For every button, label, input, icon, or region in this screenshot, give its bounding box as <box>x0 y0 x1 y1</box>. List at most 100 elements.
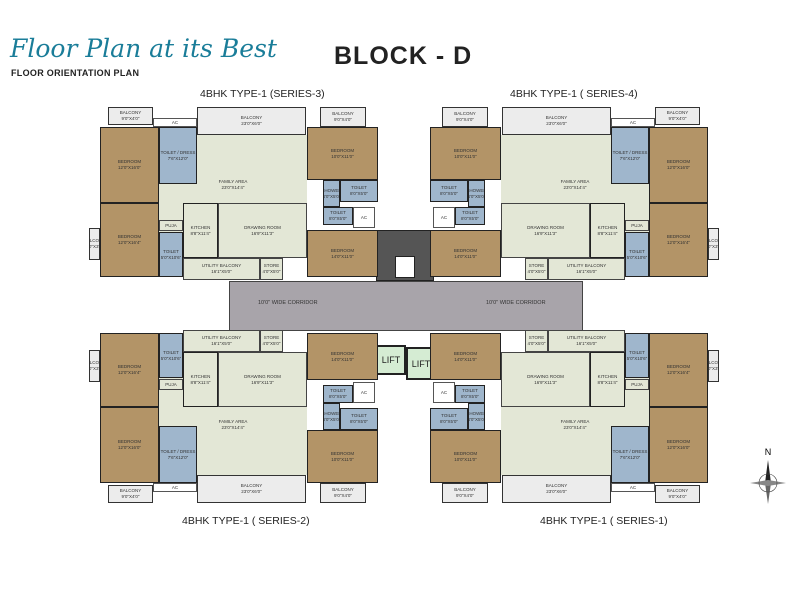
room-name: BALCONY <box>454 111 476 117</box>
room-dimensions: 9'0"X4'0" <box>121 116 140 121</box>
room-dimensions: 5'0"X10'6" <box>160 254 182 260</box>
room-name: BALCONY <box>454 487 476 493</box>
room-dimensions: 4'0"X5'0" <box>527 269 546 274</box>
room-name: BALCONY <box>240 483 263 489</box>
room-dimensions: 23'0"X14'4" <box>221 425 245 430</box>
room-dimensions: 23'0"X14'4" <box>563 425 587 430</box>
room-dimensions: 23'0"X14'4" <box>563 185 587 190</box>
room-name: TOILET <box>441 185 457 191</box>
room-dimensions: 12'0"X16'4" <box>667 240 690 245</box>
corridor-label-left: 10'0" WIDE CORRIDOR <box>258 300 318 306</box>
room-name: TOILET <box>351 185 367 191</box>
room-name: BEDROOM <box>453 247 478 253</box>
room-name: TOILET / DRESS <box>612 149 648 155</box>
room-name: UTILITY BALCONY <box>566 335 607 341</box>
room-name: KITCHEN <box>190 224 211 230</box>
room-name: BALCONY <box>545 483 568 489</box>
room-name: BEDROOM <box>117 234 142 240</box>
lift-1: LIFT <box>376 345 406 375</box>
room-dimensions: 16'9"X11'3" <box>251 379 274 385</box>
room-dimensions: 7'0"X3'0" <box>708 244 718 249</box>
room-dimensions: 16'1"X5'0" <box>576 269 597 274</box>
room-name: STORE <box>263 335 280 341</box>
room-dimensions: 7'0"X3'0" <box>89 366 99 371</box>
room-name: STORE <box>528 335 545 341</box>
room-name: DRAWING ROOM <box>527 373 564 379</box>
compass-north-label: N <box>765 447 772 457</box>
room-name: BEDROOM <box>666 159 691 165</box>
room-dimensions: 10'0"X11'0" <box>454 456 477 462</box>
room-dimensions: 10'0"X11'0" <box>331 153 354 159</box>
room-shower-series-1: SHOWER4'0"X5'0" <box>468 403 485 430</box>
unit-title-series-2: 4BHK TYPE-1 ( SERIES-2) <box>182 515 310 527</box>
room-dimensions: 8'0"X5'0" <box>329 394 347 399</box>
room-name: DRAWING ROOM <box>527 224 564 230</box>
room-name: BALCONY <box>332 487 354 493</box>
room-dimensions: 8'8"X11'4" <box>597 379 618 385</box>
room-name: BALCONY <box>89 360 100 366</box>
unit-title-series-4: 4BHK TYPE-1 ( SERIES-4) <box>510 88 638 100</box>
room-name: AC <box>360 214 368 220</box>
room-name: TOILET / DRESS <box>160 149 196 155</box>
room-name: TOILET <box>629 248 645 254</box>
room-dimensions: 12'0"X16'0" <box>667 165 690 170</box>
room-dimensions: 8'0"X5'0" <box>440 419 458 424</box>
room-dimensions: 14'0"X11'0" <box>454 356 477 362</box>
room-dimensions: 4'0"X5'0" <box>323 416 340 422</box>
room-puja-series-1: PUJA <box>625 379 649 390</box>
room-puja-series-2: PUJA <box>159 379 183 390</box>
room-name: BEDROOM <box>330 450 355 456</box>
brand-title: Floor Plan at its Best <box>10 34 277 63</box>
room-name: TOILET <box>629 349 645 355</box>
room-dimensions: 16'9"X11'3" <box>534 230 557 236</box>
room-dimensions: 4'0"X5'0" <box>262 269 281 274</box>
room-name: KITCHEN <box>597 224 618 230</box>
room-dimensions: 8'0"X5'0" <box>350 419 368 424</box>
room-dimensions: 7'6"X12'0" <box>619 155 641 161</box>
room-name: BEDROOM <box>666 364 691 370</box>
room-dimensions: 8'0"X5'0" <box>461 216 479 221</box>
room-dimensions: 8'0"X5'0" <box>461 394 479 399</box>
room-name: BEDROOM <box>666 439 691 445</box>
room-ac-series-1: AC <box>611 483 655 492</box>
room-dimensions: 8'0"X5'0" <box>350 191 368 196</box>
room-dimensions: 8'0"X5'0" <box>440 191 458 196</box>
room-name: BALCONY <box>332 111 354 117</box>
room-dimensions: 4'0"X5'0" <box>527 341 546 346</box>
room-name: PUJA <box>631 381 643 387</box>
room-dimensions: 4'0"X5'0" <box>468 193 485 199</box>
room-name: TOILET / DRESS <box>612 448 648 454</box>
room-dimensions: 12'0"X16'4" <box>118 370 141 375</box>
room-name: BALCONY <box>119 110 142 116</box>
room-name: UTILITY BALCONY <box>566 263 607 269</box>
room-name: BEDROOM <box>330 350 355 356</box>
block-title: BLOCK - D <box>334 42 473 70</box>
room-ac-2-series-1: AC <box>433 382 455 403</box>
room-dimensions: 9'0"X4'0" <box>456 117 474 122</box>
room-name: BALCONY <box>666 110 689 116</box>
room-dimensions: 10'0"X11'0" <box>454 153 477 159</box>
room-dimensions: 23'0"X6'0" <box>546 121 567 126</box>
room-dimensions: 23'0"X6'0" <box>241 121 262 126</box>
room-ac-2-series-3: AC <box>353 207 375 228</box>
room-dimensions: 4'0"X5'0" <box>262 341 281 346</box>
room-name: STORE <box>528 263 545 269</box>
